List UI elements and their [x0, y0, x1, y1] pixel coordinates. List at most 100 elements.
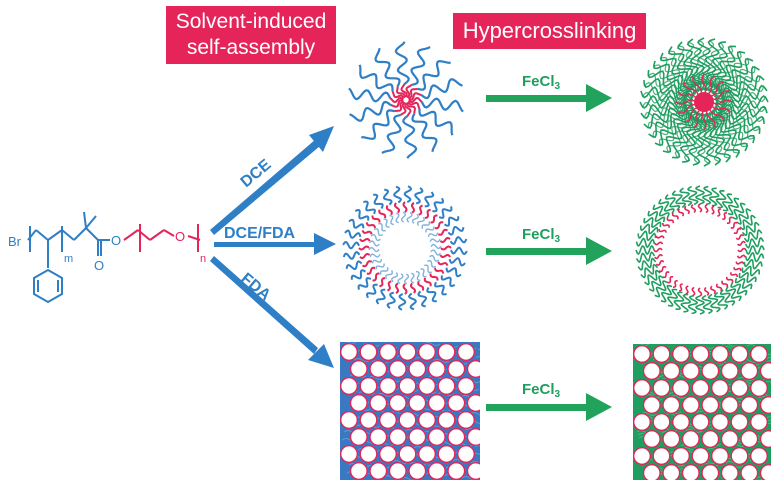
micelle-corona-chain	[420, 97, 464, 113]
crosslinked-vesicle-membrane-chain	[678, 283, 683, 292]
vesicle-outer-chain	[417, 290, 427, 308]
arrow-fecl3-bottom-shaft	[486, 404, 590, 411]
vesicle-membrane-chain	[418, 204, 423, 216]
vesicle-membrane-chain	[430, 214, 438, 224]
film-fiber	[423, 342, 441, 346]
crosslinked-corona-chain	[704, 118, 723, 163]
crosslinked-core-chain	[711, 90, 731, 100]
vesicle-inner-chain	[400, 211, 406, 223]
crosslinked-core-chain	[677, 104, 697, 114]
vesicle-inner-chain	[369, 253, 381, 258]
peo-bond	[123, 229, 139, 241]
crosslinked-corona-chain	[702, 112, 731, 163]
crosslinked-vesicle-membrane-chain	[667, 276, 674, 284]
vesicle-inner-chain	[368, 247, 380, 253]
crosslinked-vesicle-membrane-chain	[671, 212, 679, 220]
crosslinked-vesicle-membrane-chain	[737, 247, 747, 253]
vesicle-membrane-chain	[440, 245, 452, 251]
film-pore	[740, 464, 759, 480]
micelle-corona-chain	[349, 100, 392, 122]
peo-bond	[163, 229, 175, 237]
crosslinked-corona-chain	[685, 41, 704, 86]
micelle-core-chain	[396, 86, 406, 98]
film-pore	[359, 377, 378, 396]
crosslinked-vesicle-outer-chain	[701, 185, 713, 206]
film-fiber	[469, 412, 480, 416]
vesicle-membrane-chain	[434, 221, 444, 230]
micelle-corona-chain	[418, 108, 454, 136]
crosslinked-vesicle-membrane-chain	[710, 285, 716, 295]
film-pore	[662, 464, 681, 480]
film-pore	[369, 462, 388, 480]
micelle-corona-chain	[410, 46, 431, 86]
vesicle-membrane-chain	[387, 280, 392, 292]
film-pore	[750, 379, 769, 398]
crosslinked-vesicle-outer-chain	[743, 229, 763, 243]
film-pore	[369, 394, 388, 413]
vesicle-inner-chain	[404, 273, 410, 285]
crosslinked-corona-chain	[643, 102, 688, 121]
film-pore	[398, 445, 417, 464]
br-atom: Br	[8, 234, 22, 249]
hypercrosslinked-vesicle	[635, 185, 765, 315]
crosslinked-vesicle-membrane-chain	[711, 205, 715, 215]
crosslinked-vesicle-membrane-chain	[697, 203, 703, 213]
vesicle-membrane-chain	[379, 276, 386, 288]
vesicle-outer-chain	[354, 208, 370, 221]
arrow-dce-shaft	[210, 139, 320, 235]
film-fiber	[432, 359, 450, 363]
film-pore	[437, 343, 456, 362]
crosslinked-vesicle-outer-chain	[727, 197, 740, 216]
film-fiber	[669, 395, 687, 399]
micelle-corona-chain	[402, 115, 418, 159]
vesicle-inner-chain	[429, 238, 441, 243]
crosslinked-vesicle-outer-chain	[658, 198, 675, 214]
ps-bond	[73, 227, 87, 241]
vesicle-outer-chain	[365, 283, 378, 299]
crosslinked-vesicle-outer-chain	[744, 251, 765, 263]
vesicle-outer-chain	[445, 267, 462, 278]
film-pore	[730, 345, 749, 364]
micelle-core-chain	[389, 96, 404, 104]
film-pore	[466, 462, 480, 480]
vesicle-membrane-chain	[361, 230, 373, 235]
crosslinked-vesicle-outer-chain	[667, 288, 678, 307]
vesicle-inner-chain	[421, 221, 431, 229]
solvent-induced-self-assembly-badge: Solvent-induced self-assembly	[166, 6, 336, 64]
film-pore	[759, 430, 771, 448]
film-pore	[466, 394, 480, 412]
crosslinked-vesicle-outer-chain	[732, 202, 746, 220]
film-fiber	[478, 397, 480, 400]
hypercrosslinked-spherical-micelle	[639, 37, 769, 167]
crosslinked-corona-chain	[647, 106, 689, 129]
crosslinked-corona-chain	[641, 98, 687, 113]
crosslinked-vesicle-membrane-chain	[691, 286, 696, 297]
vesicle-inner-chain	[424, 264, 432, 274]
film-pore	[662, 430, 681, 449]
crosslinked-corona-chain	[715, 99, 768, 118]
film-fiber	[633, 344, 650, 346]
film-fiber	[769, 475, 771, 478]
crosslinked-corona-chain	[706, 111, 740, 158]
crosslinked-vesicle-outer-chain	[643, 217, 662, 228]
crosslinked-corona-chain	[709, 110, 748, 152]
film-fiber	[472, 453, 480, 456]
crosslinked-corona-chain	[648, 104, 695, 138]
vesicle-outer-chain	[350, 269, 366, 280]
film-pore	[466, 360, 480, 378]
film-pore	[427, 428, 446, 447]
crosslinked-vesicle-membrane-chain	[677, 208, 685, 217]
arrow-dce-fda-head	[314, 233, 336, 255]
crosslinked-vesicle-membrane-chain	[690, 204, 696, 213]
crosslinked-vesicle-membrane-chain	[717, 208, 722, 217]
vesicle-outer-chain	[403, 185, 413, 203]
vesicle-outer-chain	[386, 291, 396, 309]
ps-bond	[35, 229, 49, 241]
film-pore	[437, 377, 456, 396]
crosslinked-corona-chain	[659, 113, 692, 147]
vesicle-outer-chain	[444, 216, 460, 227]
vesicle-membrane-chain	[395, 282, 399, 294]
hypercrosslinked-porous-film	[633, 344, 771, 480]
crosslinked-vesicle-outer-chain	[660, 284, 673, 303]
vesicle-inner-chain	[406, 211, 413, 223]
